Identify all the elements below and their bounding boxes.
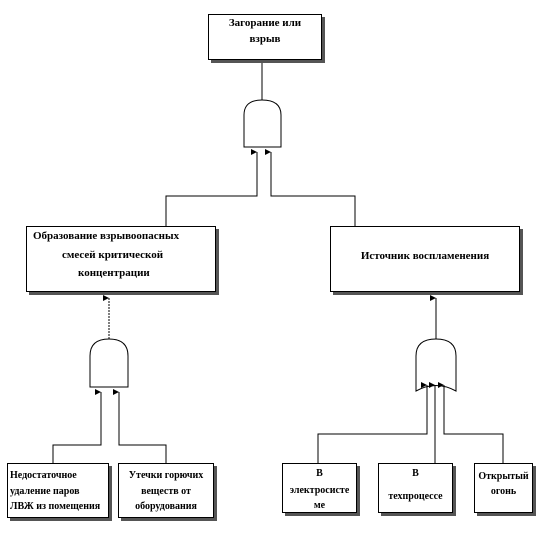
connector-right-event-to-top-gate <box>265 149 356 226</box>
basic-event-gas-leak <box>118 463 214 518</box>
basic-event-electrical <box>282 463 357 513</box>
vapor-removal-line1: Недостаточное <box>10 470 77 481</box>
electrical-line2: электросисте <box>289 485 350 496</box>
gas-leak-line2: веществ от <box>141 486 191 497</box>
electrical-line3: ме <box>313 500 326 511</box>
right-event-label: Источник воспламенения <box>360 250 490 262</box>
left-event-label-line2: смесей критической <box>62 249 164 261</box>
open-flame-line1: Открытый <box>478 471 529 482</box>
and-gate-top <box>243 99 282 148</box>
gas-leak-line1: Утечки горючих <box>128 470 204 481</box>
left-event-label-line1: Образование взрывоопасных <box>33 230 180 242</box>
connector-leak-to-left-gate <box>113 389 167 463</box>
basic-event-process <box>378 463 453 513</box>
top-event-box <box>208 14 322 60</box>
and-gate-left <box>89 338 129 388</box>
connector-left-event-to-top-gate <box>165 149 258 226</box>
connector-vapor-to-left-gate <box>52 389 102 463</box>
open-flame-line2: огонь <box>490 486 517 497</box>
process-line1: В <box>412 468 419 479</box>
vapor-removal-line3: ЛВЖ из помещения <box>10 501 101 512</box>
process-line2: техпроцессе <box>388 491 443 502</box>
vapor-removal-line2: удаление паров <box>10 486 80 497</box>
connector-flame-to-or-gate <box>438 382 504 463</box>
right-event-box <box>330 226 520 292</box>
connector-electrical-to-or-gate <box>317 382 428 463</box>
top-event-label-line1: Загорание или <box>228 17 302 29</box>
left-event-label-line3: концентрации <box>78 267 150 279</box>
basic-event-open-flame <box>474 463 533 513</box>
or-gate-right <box>415 338 457 392</box>
basic-event-vapor-removal <box>7 463 109 518</box>
left-event-box <box>26 226 216 292</box>
electrical-line1: В <box>316 468 323 479</box>
top-event-label-line2: взрыв <box>249 33 281 45</box>
gas-leak-line3: оборудования <box>135 501 197 512</box>
